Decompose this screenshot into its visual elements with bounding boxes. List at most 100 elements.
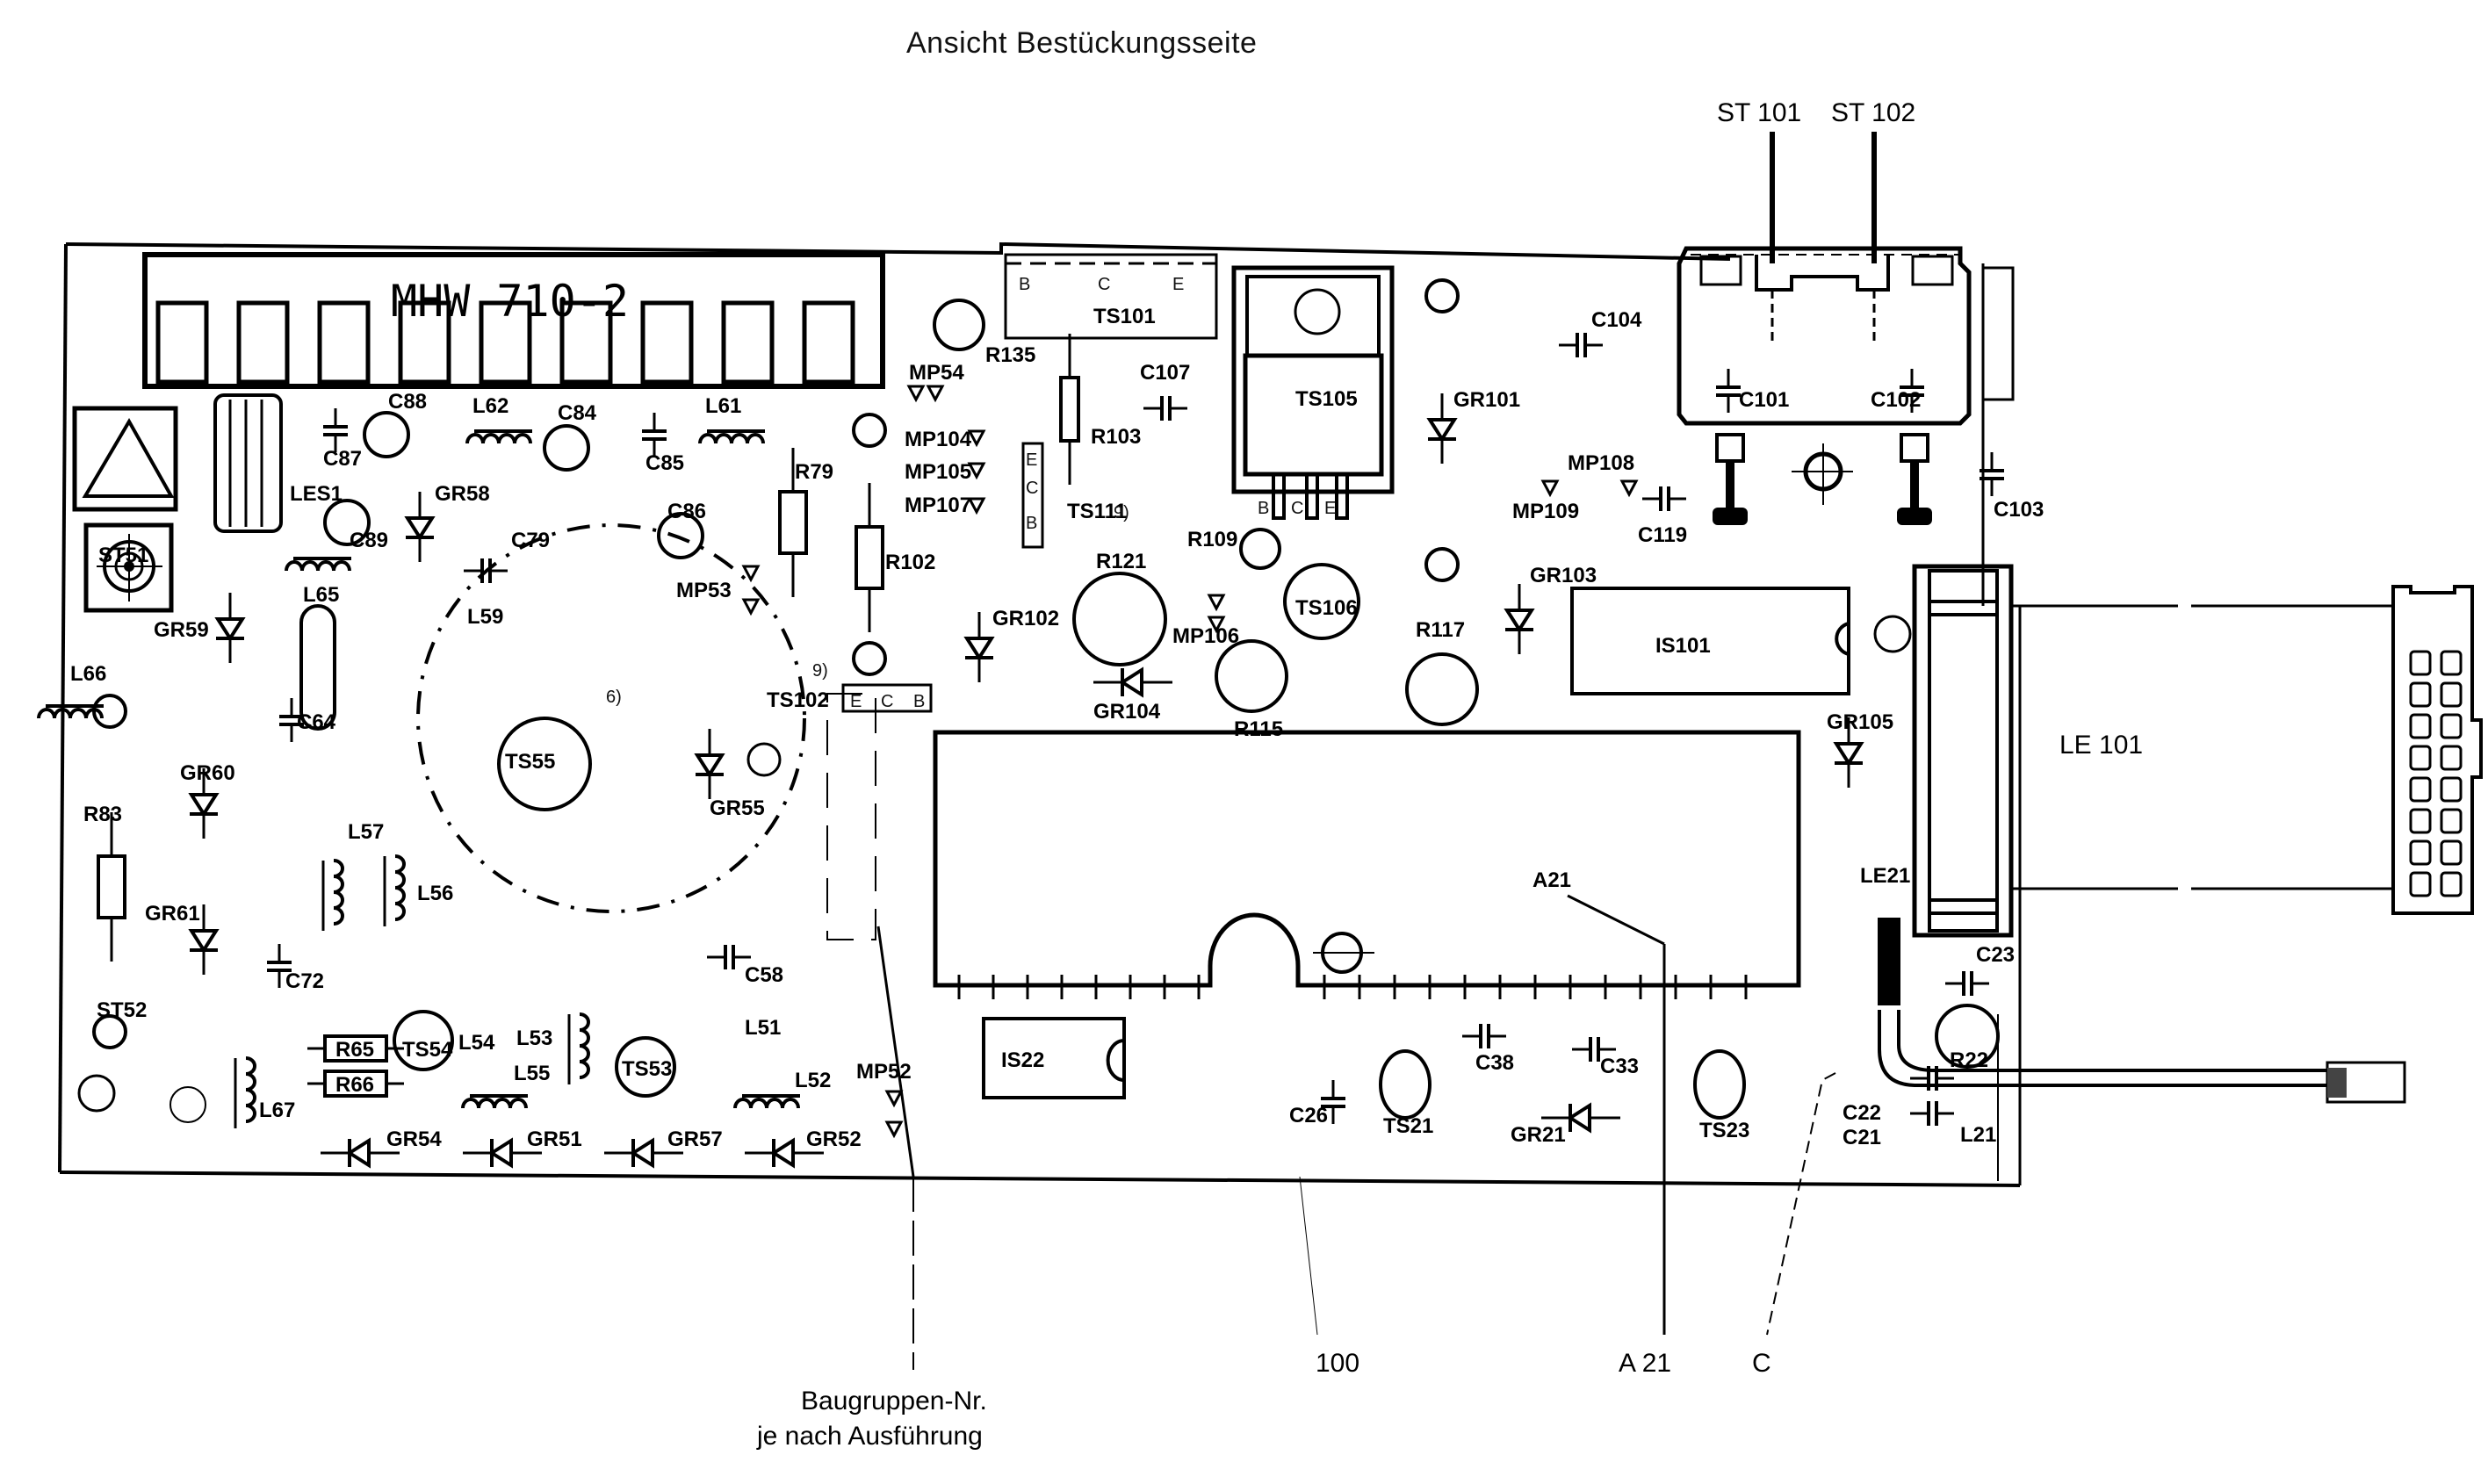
- component-label-c86: C86: [667, 500, 706, 523]
- component-label-ts23: TS23: [1699, 1119, 1749, 1142]
- pin-label-ts102: B: [913, 692, 925, 711]
- warning-triangle-icon: [72, 406, 178, 512]
- component-label-gr59: GR59: [154, 618, 209, 642]
- assembly-number-label: Baugruppen-Nr.: [801, 1387, 987, 1416]
- c89-body: [323, 499, 371, 546]
- resistor-r66: [307, 1070, 404, 1098]
- component-label-gr57: GR57: [667, 1127, 723, 1151]
- inductor-l53: [567, 1012, 590, 1084]
- component-label-c21: C21: [1843, 1126, 1881, 1149]
- is101-ic: [1570, 587, 1912, 695]
- component-label-l62: L62: [472, 394, 508, 418]
- r135-pad: [933, 299, 985, 351]
- component-label-l55: L55: [514, 1062, 550, 1085]
- ts55-body: [497, 717, 592, 811]
- component-label-st51: ST51: [98, 544, 148, 567]
- diode-gr55: [694, 729, 725, 799]
- component-label-c79: C79: [511, 529, 550, 552]
- plug-pin: [2409, 681, 2432, 708]
- component-label-c38: C38: [1475, 1051, 1514, 1075]
- diode-gr103: [1504, 584, 1535, 654]
- plug-pin: [2440, 871, 2463, 897]
- st101-label: ST 101: [1717, 98, 1801, 127]
- component-label-l61: L61: [705, 394, 741, 418]
- component-label-c58: C58: [745, 963, 783, 987]
- r117-trimmer: [1405, 652, 1479, 726]
- capacitor-c26: [1321, 1080, 1345, 1124]
- capacitor-c23: [1945, 971, 1989, 996]
- component-labels: R135R103R79R102R83R65R66R109R121R115R117…: [70, 275, 2044, 1151]
- component-label-gr61: GR61: [145, 902, 200, 926]
- component-label-c85: C85: [645, 451, 684, 475]
- module-fins: [155, 300, 855, 385]
- component-label-gr54: GR54: [386, 1127, 442, 1151]
- component-label-r83: R83: [83, 803, 122, 826]
- pin-label-ts111: B: [1026, 514, 1037, 533]
- capacitor-c33: [1572, 1037, 1616, 1062]
- ref-100-label: 100: [1316, 1349, 1359, 1378]
- component-label-c26: C26: [1289, 1104, 1328, 1127]
- ts21-transistor: [1379, 1049, 1432, 1120]
- component-label-mp53: MP53: [676, 579, 732, 602]
- component-label-st52: ST52: [97, 998, 147, 1022]
- component-label-ts101: TS101: [1093, 305, 1156, 328]
- capacitor-c58: [707, 945, 751, 969]
- inductor-l67: [234, 1056, 256, 1128]
- component-label-c72: C72: [285, 969, 324, 993]
- component-label-mp109: MP109: [1512, 500, 1579, 523]
- capacitor-c72: [267, 944, 292, 988]
- pin-label-ts111: C: [1026, 479, 1038, 498]
- component-label-c23: C23: [1976, 943, 2015, 967]
- inductor-l55: [461, 1094, 528, 1109]
- diode-gr54: [321, 1137, 400, 1169]
- diode-gr59: [214, 593, 246, 663]
- module-fin: [640, 300, 694, 385]
- component-label-mp54: MP54: [909, 361, 964, 385]
- test-point-mp108: [1619, 479, 1639, 498]
- component-label-a21: A21: [1532, 868, 1571, 892]
- resistor-r102: [855, 483, 884, 632]
- ts23-transistor: [1693, 1049, 1746, 1120]
- plug-pin: [2440, 713, 2463, 739]
- capacitor-c101: [1716, 369, 1741, 413]
- inductors: [37, 429, 800, 1128]
- component-label-les1: LES1: [290, 482, 343, 506]
- test-point-mp109: [1540, 479, 1560, 498]
- component-label-gr104: GR104: [1093, 700, 1161, 724]
- diode-gr101: [1426, 393, 1458, 464]
- le101-label: LE 101: [2059, 731, 2143, 760]
- test-point-mp54: [906, 385, 926, 403]
- ts106-body: [1283, 563, 1360, 640]
- plug-pin: [2409, 808, 2432, 834]
- component-label-l65: L65: [303, 583, 339, 607]
- inductor-l52: [733, 1094, 800, 1109]
- les1-coil: [213, 393, 283, 533]
- component-label-r102: R102: [885, 551, 935, 574]
- page-title: Ansicht Bestückungsseite: [906, 26, 1258, 60]
- capacitor-c104: [1559, 333, 1603, 357]
- capacitor-c85: [642, 413, 667, 457]
- ref-c-label: C: [1752, 1349, 1771, 1378]
- component-label-l59: L59: [467, 605, 503, 629]
- pin-label-ts102: E: [850, 692, 862, 711]
- r121-trimmer: [1072, 572, 1167, 666]
- module-label: MHW 710-2: [391, 276, 629, 327]
- diode-gr102: [963, 612, 995, 682]
- plug-pin: [2409, 713, 2432, 739]
- component-label-r79: R79: [795, 460, 833, 484]
- st51-coax-connector: [83, 522, 174, 613]
- ts54-body: [393, 1010, 454, 1071]
- plug-pin: [2409, 776, 2432, 803]
- shield-outline: [416, 523, 806, 913]
- component-label-ts106: TS106: [1295, 596, 1358, 620]
- plug-pin: [2440, 745, 2463, 771]
- component-label-gr60: GR60: [180, 761, 235, 785]
- module-fin: [479, 300, 532, 385]
- component-label-r115: R115: [1234, 717, 1283, 741]
- resistor-r79: [778, 448, 808, 597]
- ts102-footprint: [826, 683, 933, 940]
- plug-pin: [2440, 808, 2463, 834]
- plug-pin: [2440, 650, 2463, 676]
- capacitor-c64: [279, 698, 304, 742]
